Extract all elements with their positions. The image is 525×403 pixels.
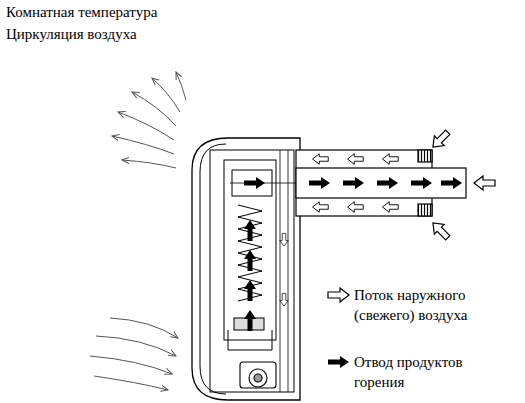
legend-sample xyxy=(326,352,352,372)
caption-label: Комнатная температура xyxy=(6,2,157,22)
combustion-chamber xyxy=(224,160,276,350)
gas-valve xyxy=(240,362,276,388)
legend-text: Поток наружного (свежего) воздуха xyxy=(354,285,504,325)
legend-sample xyxy=(326,285,352,305)
caption-label: Циркуляция воздуха xyxy=(6,24,137,44)
heater-housing xyxy=(192,138,300,400)
room-air-circulation xyxy=(90,72,186,390)
legend-arrow xyxy=(328,288,349,302)
legend-arrow xyxy=(328,356,349,368)
legend-entry: Отвод продуктов горения xyxy=(326,352,504,392)
legend-entry: Поток наружного (свежего) воздуха xyxy=(326,285,504,325)
fresh-air-arrows xyxy=(280,127,495,306)
legend-text: Отвод продуктов горения xyxy=(354,352,504,392)
coaxial-flue xyxy=(230,150,466,216)
